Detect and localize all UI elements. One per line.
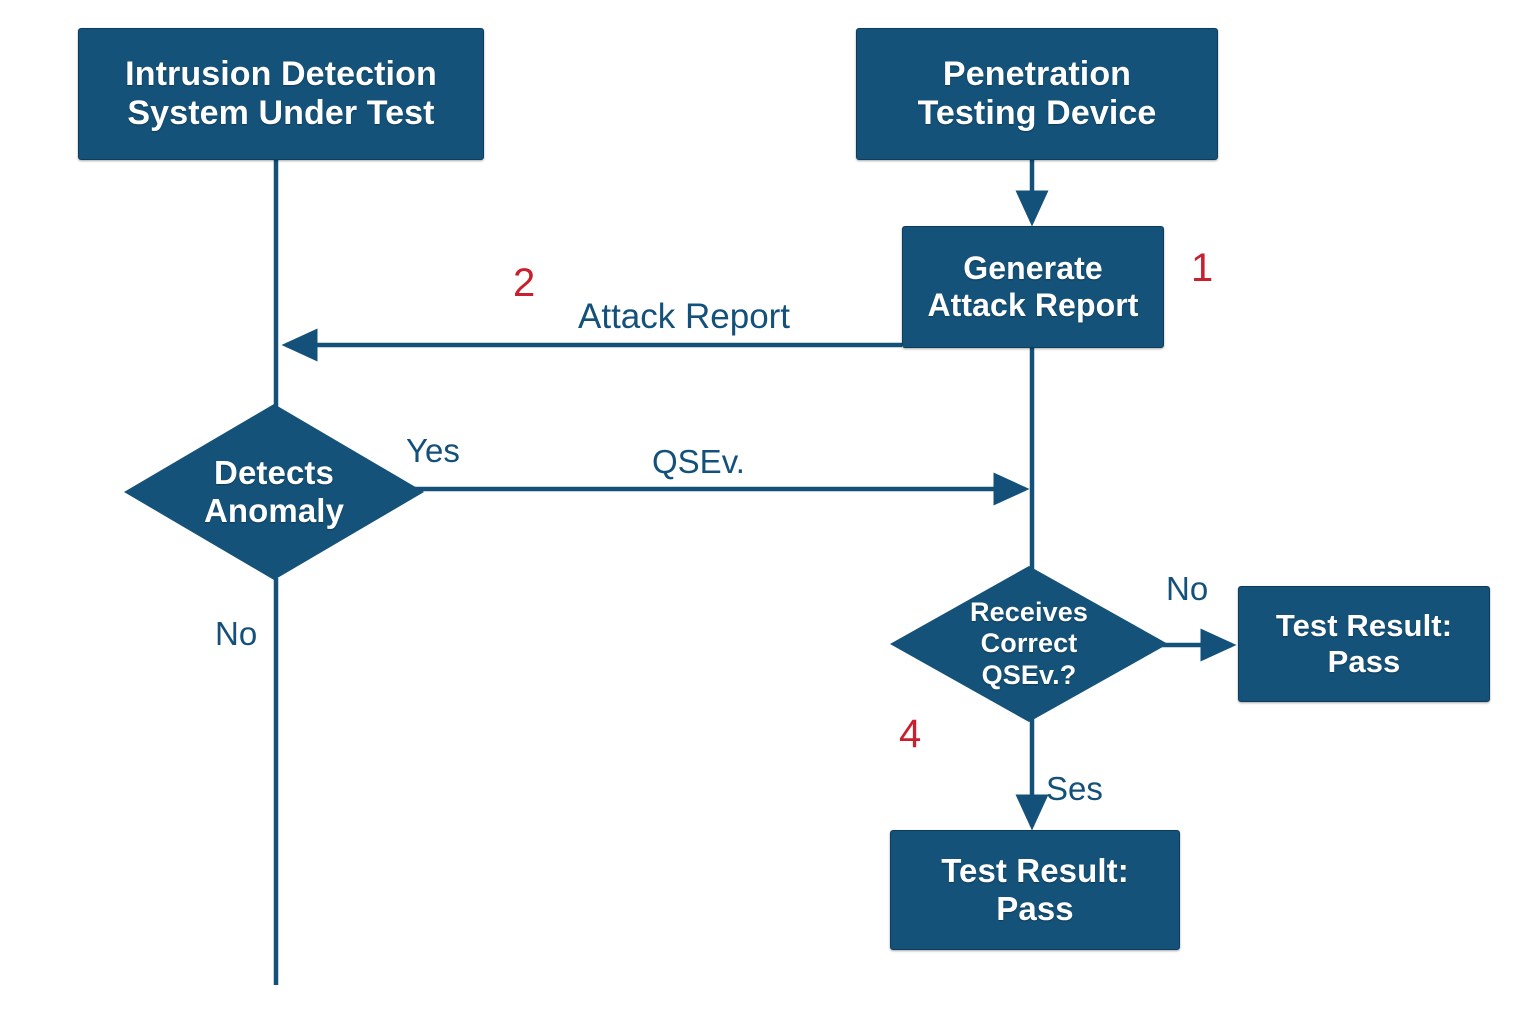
node-pentest-device-line2: Testing Device <box>917 94 1157 132</box>
node-test-result-pass-right-line2: Pass <box>1327 644 1401 679</box>
node-ids-under-test[interactable]: Intrusion Detection System Under Test <box>78 28 484 160</box>
node-detects-anomaly-line2: Anomaly <box>203 492 345 529</box>
edge-label-attack-report: Attack Report <box>578 297 791 336</box>
node-test-result-pass-right-line1: Test Result: <box>1275 608 1453 644</box>
step-number-2: 2 <box>513 261 536 305</box>
edge-label-detects-no: No <box>215 615 258 652</box>
step-number-4: 4 <box>899 712 922 756</box>
node-generate-attack-report-line2: Attack Report <box>927 287 1139 323</box>
edge-label-receives-no: No <box>1166 570 1209 607</box>
node-ids-under-test-line1: Intrusion Detection <box>125 54 437 93</box>
step-number-1: 1 <box>1191 246 1214 290</box>
node-receives-correct-qsev-line3: QSEv.? <box>981 659 1077 690</box>
node-receives-correct-qsev-line1: Receives <box>970 597 1088 628</box>
node-generate-attack-report[interactable]: Generate Attack Report <box>902 226 1164 348</box>
node-pentest-device-line1: Penetration <box>942 54 1132 93</box>
node-detects-anomaly-line1: Detects <box>214 453 334 491</box>
node-test-result-pass-bottom-line2: Pass <box>996 890 1074 927</box>
node-test-result-pass-bottom[interactable]: Test Result: Pass <box>890 830 1180 950</box>
edge-label-qsev: QSEv. <box>652 443 745 480</box>
edge-label-receives-yes: Ses <box>1046 770 1103 807</box>
node-test-result-pass-right[interactable]: Test Result: Pass <box>1238 586 1490 702</box>
node-generate-attack-report-line1: Generate <box>963 249 1103 286</box>
edge-label-detects-yes: Yes <box>406 432 460 469</box>
node-test-result-pass-bottom-line1: Test Result: <box>941 851 1129 889</box>
node-receives-correct-qsev-line2: Correct <box>980 628 1078 659</box>
node-pentest-device[interactable]: Penetration Testing Device <box>856 28 1218 160</box>
node-ids-under-test-line2: System Under Test <box>127 94 435 132</box>
